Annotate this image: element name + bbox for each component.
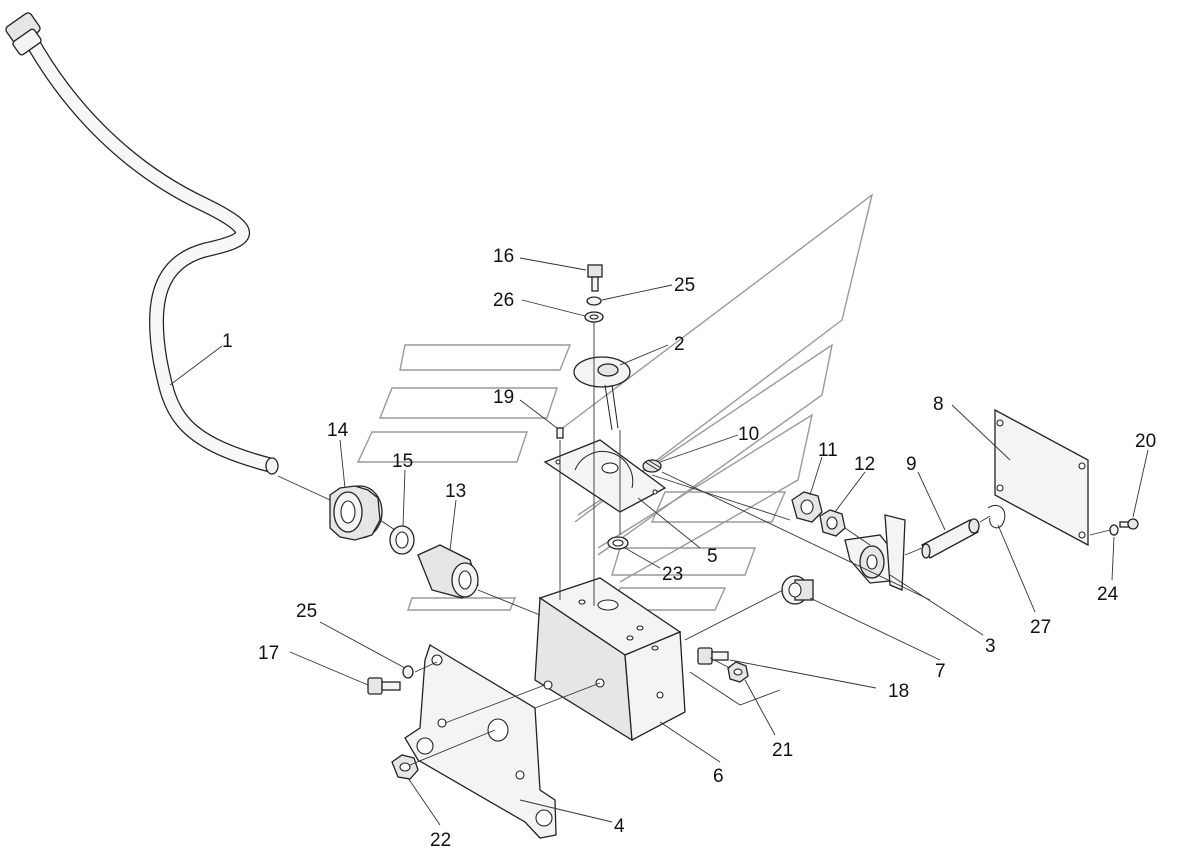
callout-16: 16 xyxy=(493,246,514,267)
part-8-cover-plate xyxy=(994,408,1089,547)
part-27-retaining-clip xyxy=(987,504,1006,529)
part-4-bracket-plate xyxy=(404,644,557,839)
callout-13: 13 xyxy=(445,481,466,502)
callout-8: 8 xyxy=(933,394,944,415)
callout-20: 20 xyxy=(1135,431,1156,452)
part-7-bushing xyxy=(781,575,814,605)
part-22-nut xyxy=(391,754,419,780)
callout-22: 22 xyxy=(430,830,451,851)
part-1-hose xyxy=(5,12,279,475)
callout-15: 15 xyxy=(392,451,413,472)
callout-3: 3 xyxy=(985,636,996,657)
part-21-nut xyxy=(727,661,749,683)
callout-11: 11 xyxy=(818,440,838,461)
part-19-pin xyxy=(556,427,564,439)
part-10-spring xyxy=(642,459,662,473)
callout-23: 23 xyxy=(662,564,683,585)
part-12-nut xyxy=(819,509,846,537)
watermark-logo xyxy=(356,193,874,611)
part-17-bolt xyxy=(367,677,401,695)
part-18-bolt xyxy=(697,647,729,665)
part-6-valve-block xyxy=(534,577,686,742)
part-20-screw xyxy=(1119,518,1139,530)
part-2-valve-spring xyxy=(573,356,631,431)
part-25-washer-top xyxy=(586,296,602,306)
callout-27: 27 xyxy=(1030,617,1051,638)
part-25-washer-left xyxy=(402,665,414,679)
callout-17: 17 xyxy=(258,643,279,664)
callout-7: 7 xyxy=(935,661,946,682)
part-16-bolt xyxy=(587,264,603,292)
callout-25-left: 25 xyxy=(296,601,317,622)
callout-5: 5 xyxy=(707,546,718,567)
part-5-scale-plate xyxy=(543,439,667,513)
callout-2: 2 xyxy=(674,334,685,355)
callout-25-top: 25 xyxy=(674,275,695,296)
part-23-o-ring xyxy=(607,536,629,550)
callout-26: 26 xyxy=(493,290,514,311)
part-13-fitting xyxy=(417,544,479,599)
callout-6: 6 xyxy=(713,766,724,787)
part-24-washer xyxy=(1109,524,1119,536)
callout-24: 24 xyxy=(1097,584,1119,605)
part-11-nut xyxy=(791,491,823,523)
part-9-shaft xyxy=(921,518,980,559)
callout-9: 9 xyxy=(906,454,917,475)
callout-14: 14 xyxy=(327,420,349,441)
callout-labels: 1 2 3 4 5 6 7 8 9 10 11 12 13 14 15 16 1… xyxy=(222,246,1156,851)
callout-4: 4 xyxy=(614,816,625,837)
callout-12: 12 xyxy=(854,454,875,475)
part-26-washer xyxy=(584,311,604,323)
part-14-union-nut xyxy=(329,485,383,541)
callout-19: 19 xyxy=(493,387,514,408)
part-3-lever xyxy=(844,514,906,591)
assembly-lines xyxy=(277,322,1111,766)
callout-10: 10 xyxy=(738,424,759,445)
callout-21: 21 xyxy=(772,740,793,761)
callout-1: 1 xyxy=(222,331,233,352)
part-15-ring xyxy=(389,525,415,555)
callout-18: 18 xyxy=(888,681,909,702)
callout-leaders xyxy=(169,257,1149,826)
